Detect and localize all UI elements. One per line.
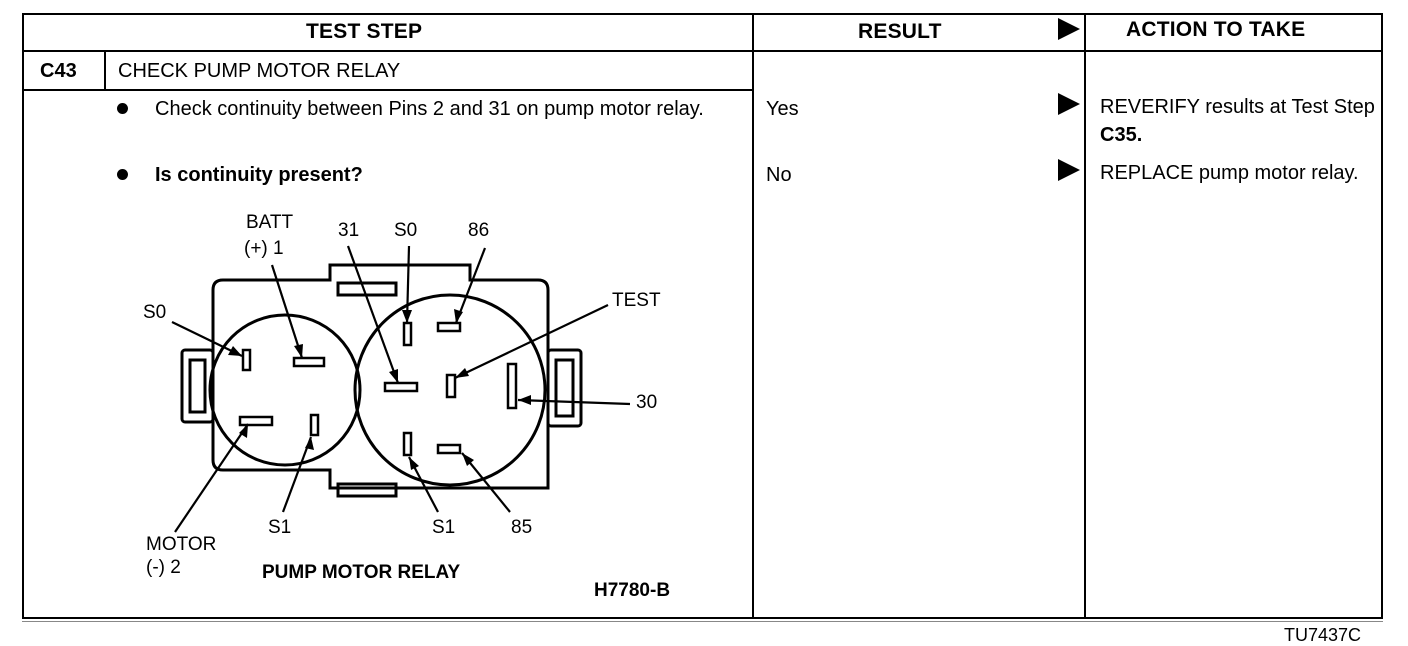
figure-id: H7780-B: [594, 580, 671, 601]
header-arrow-icon: [1058, 18, 1080, 40]
footer-rule: [22, 621, 1383, 622]
label-s0-left: S0: [143, 302, 167, 323]
bullet-instruction: Check continuity between Pins 2 and 31 o…: [155, 98, 704, 120]
bullet-icon: [117, 169, 128, 180]
label-s0-top: S0: [394, 220, 418, 241]
header-action-to-take: ACTION TO TAKE: [1126, 18, 1306, 41]
terminal-batt: [292, 356, 326, 368]
step-id-divider: [104, 51, 106, 90]
label-pin-30: 30: [636, 392, 658, 413]
header-divider: [22, 50, 1383, 52]
column-divider-action: [1084, 13, 1086, 619]
left-tab: [180, 348, 215, 424]
label-motor-pin: (-) 2: [146, 557, 181, 578]
terminal-s0-top: [402, 321, 413, 347]
step-title: CHECK PUMP MOTOR RELAY: [118, 60, 401, 82]
label-motor: MOTOR: [146, 534, 217, 555]
step-id: C43: [40, 60, 77, 82]
relay-housing: [211, 263, 550, 490]
left-socket-circle: [208, 313, 362, 467]
action-yes: REVERIFY results at Test Step C35.: [1100, 93, 1380, 149]
result-no: No: [766, 164, 792, 186]
terminal-test: [445, 373, 457, 399]
label-test: TEST: [612, 290, 661, 311]
label-s1-left: S1: [268, 517, 292, 538]
terminal-31: [383, 381, 419, 393]
table-border-top: [22, 13, 1383, 15]
terminal-30: [506, 362, 518, 410]
action-no: REPLACE pump motor relay.: [1100, 162, 1359, 184]
bullet-icon: [117, 103, 128, 114]
diagram-caption: PUMP MOTOR RELAY: [262, 562, 461, 583]
table-border-left: [22, 13, 24, 619]
result-yes: Yes: [766, 98, 799, 120]
table-border-right: [1381, 13, 1383, 619]
label-batt: BATT: [246, 212, 294, 233]
column-divider-result: [752, 13, 754, 619]
terminal-s1-right: [402, 431, 413, 457]
bullet-question: Is continuity present?: [155, 164, 363, 186]
right-tab: [546, 348, 583, 428]
table-border-bottom: [22, 617, 1383, 619]
header-result: RESULT: [858, 20, 942, 43]
action-yes-step-ref: C35.: [1100, 124, 1143, 146]
label-pin-85: 85: [511, 517, 533, 538]
terminal-86: [436, 321, 462, 333]
label-batt-pin: (+) 1: [244, 238, 284, 259]
terminal-motor: [238, 415, 274, 427]
header-test-step: TEST STEP: [306, 20, 423, 43]
result-arrow-icon: [1058, 159, 1080, 181]
action-yes-text: REVERIFY results at Test Step: [1100, 96, 1375, 118]
right-socket-circle: [353, 293, 547, 487]
terminal-s1-left: [309, 413, 320, 437]
result-arrow-icon: [1058, 93, 1080, 115]
label-s1-right: S1: [432, 517, 456, 538]
terminal-s0-left: [241, 348, 252, 372]
step-row-divider: [22, 89, 753, 91]
label-pin-86: 86: [468, 220, 490, 241]
terminal-85: [436, 443, 462, 455]
footer-code: TU7437C: [1284, 625, 1362, 645]
label-pin-31: 31: [338, 220, 360, 241]
